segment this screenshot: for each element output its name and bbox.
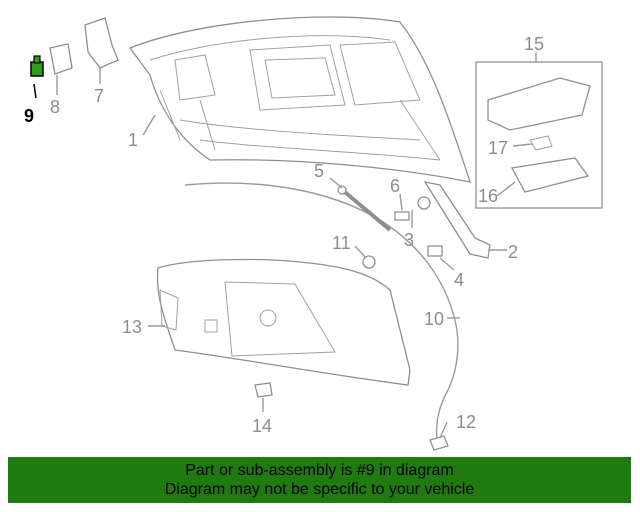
hood-release-cable [184,182,459,441]
callout-4: 4 [454,270,464,290]
parts-diagram: 1 2 3 4 5 6 7 8 9 10 11 12 13 14 15 16 1… [24,16,603,451]
hinge-assembly [49,17,119,75]
inset-box-15 [475,61,603,209]
leader-9 [33,83,37,99]
callout-15: 15 [524,34,544,54]
callout-9: 9 [24,106,34,126]
callout-7: 7 [94,86,104,106]
callout-11: 11 [332,233,351,253]
callout-2: 2 [508,242,518,262]
callout-17: 17 [488,138,508,158]
hood-hinge [423,181,491,259]
callout-3: 3 [404,230,414,250]
highlighted-bolt-part-9[interactable] [30,55,44,77]
callout-8: 8 [50,97,60,117]
callout-1: 1 [128,130,138,150]
cable-end-fitting [429,435,449,451]
callout-6: 6 [390,176,400,196]
callout-10: 10 [424,309,444,329]
callout-16: 16 [478,186,498,206]
leader-lines [33,52,537,439]
insulator-clip [254,382,273,398]
info-banner: Part or sub-assembly is #9 in diagram Di… [8,457,631,503]
hood-panel [128,16,471,183]
hood-fasteners [362,196,443,269]
callout-13: 13 [122,317,142,337]
hood-insulator-pad [156,258,411,386]
banner-line-1: Part or sub-assembly is #9 in diagram [185,462,454,479]
callout-12: 12 [456,412,476,432]
callout-14: 14 [252,416,272,436]
callout-5: 5 [314,161,324,181]
hood-prop-rod [337,185,392,232]
banner-line-2: Diagram may not be specific to your vehi… [164,481,475,498]
